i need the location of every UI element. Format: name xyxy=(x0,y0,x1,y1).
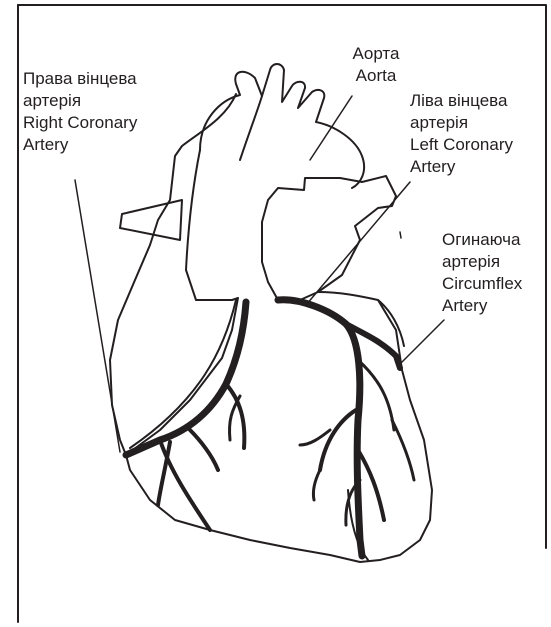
leader-right-coronary xyxy=(75,180,120,452)
label-lca-en-2: Artery xyxy=(410,156,513,178)
label-cx-en-2: Artery xyxy=(442,295,522,317)
lad-branch-5 xyxy=(358,360,394,430)
leader-left-coronary xyxy=(306,182,410,305)
lad-branch-7 xyxy=(313,470,320,500)
label-left-coronary-artery: Ліва вінцева артерія Left Coronary Arter… xyxy=(410,90,513,178)
left-vessel-stub xyxy=(120,200,182,240)
label-cx-uk-2: артерія xyxy=(442,251,522,273)
rca-branch-4 xyxy=(190,430,218,470)
label-cx-en-1: Circumflex xyxy=(442,273,522,295)
label-rca-en-2: Artery xyxy=(23,134,137,156)
label-aorta-en: Aorta xyxy=(343,65,409,87)
leader-circumflex xyxy=(400,320,444,364)
label-right-coronary-artery: Права вінцева артерія Right Coronary Art… xyxy=(23,68,137,156)
label-aorta: Аорта Aorta xyxy=(343,43,409,87)
aortic-arch-inner xyxy=(240,96,262,160)
label-circumflex-artery: Огинаюча артерія Circumflex Artery xyxy=(442,229,522,317)
lad-branch-2 xyxy=(300,430,330,445)
pulmonary-trunk xyxy=(262,176,396,300)
lad-artery xyxy=(278,300,362,556)
label-lca-uk-2: артерія xyxy=(410,112,513,134)
vena-cava-inner xyxy=(186,150,200,270)
label-lca-uk-1: Ліва вінцева xyxy=(410,90,513,112)
label-lca-en-1: Left Coronary xyxy=(410,134,513,156)
left-atrial-appendage xyxy=(318,292,404,346)
leader-aorta xyxy=(310,96,352,160)
label-cx-uk-1: Огинаюча xyxy=(442,229,522,251)
label-rca-uk-1: Права вінцева xyxy=(23,68,137,90)
small-tick xyxy=(400,232,401,238)
label-aorta-uk: Аорта xyxy=(343,43,409,65)
label-rca-uk-2: артерія xyxy=(23,90,137,112)
aortic-arch xyxy=(200,64,364,188)
lad-branch-6 xyxy=(392,420,414,480)
lad-branch-1 xyxy=(320,410,356,470)
label-rca-en-1: Right Coronary xyxy=(23,112,137,134)
